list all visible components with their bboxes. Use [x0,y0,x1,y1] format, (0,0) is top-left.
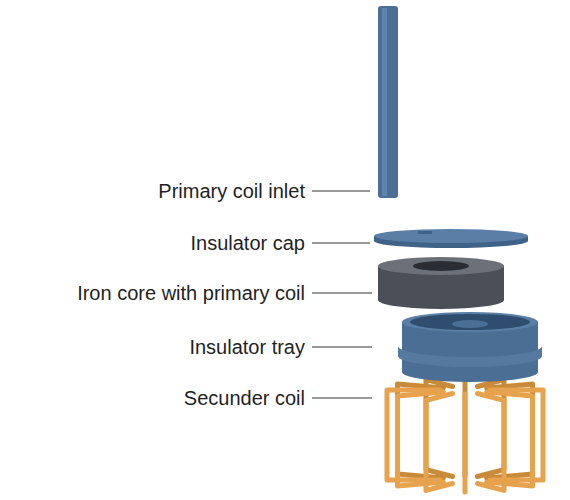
rod-body [378,6,398,198]
core-hole [413,261,469,271]
leader-line [312,243,370,244]
iron-core [378,257,504,309]
leader-line [312,398,372,399]
coil-loop [426,394,453,491]
insulator-cap [374,229,528,248]
cap-notch [418,231,432,234]
tray-inside [410,314,530,330]
leader-line [312,293,372,294]
leader-lines [312,191,372,398]
cap-top [374,229,528,243]
insulator-tray [398,312,542,382]
part-label: Insulator tray [189,335,305,359]
part-label: Insulator cap [190,231,305,255]
core-top [378,257,504,275]
tray-boss [452,320,488,328]
rod-highlight [382,8,387,196]
part-label: Primary coil inlet [158,179,305,203]
part-label: Iron core with primary coil [77,281,305,305]
leader-line [312,191,370,192]
coil-loop [487,392,533,486]
part-label: Secunder coil [184,386,305,410]
inlet-rod [378,6,398,198]
coil-loop [478,394,505,491]
tray-flange [398,346,542,367]
coil-loop [490,390,543,480]
coil-front [387,390,543,492]
coil-loop [398,392,444,486]
coil-loop [463,394,468,492]
tray-rim [402,312,538,332]
coil-loop [387,390,440,480]
leader-line [312,347,372,348]
